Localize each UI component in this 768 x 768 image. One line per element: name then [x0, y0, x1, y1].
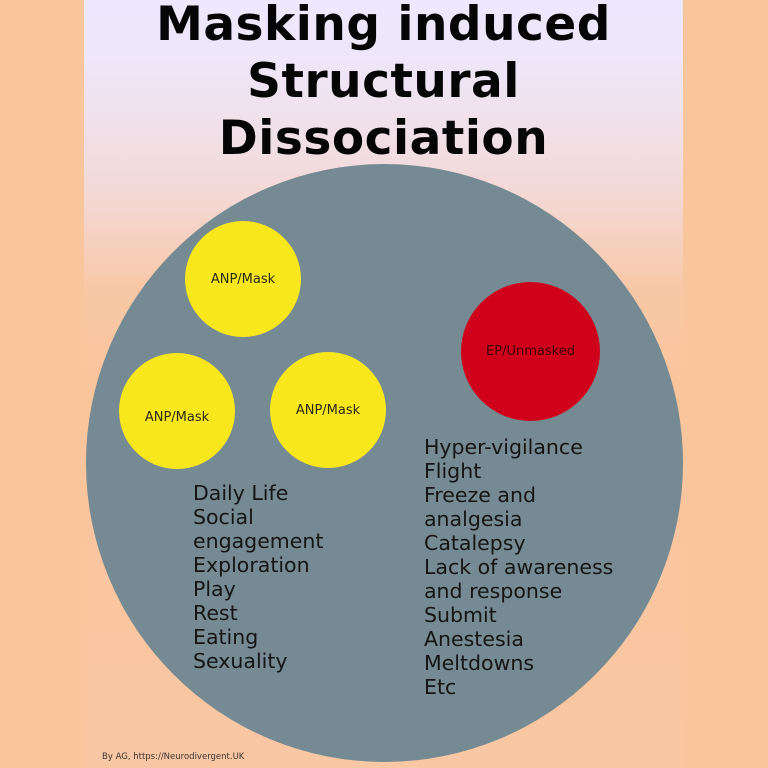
list-item: Sexuality [193, 649, 288, 673]
list-item: Anestesia [424, 627, 524, 651]
page-title: Masking induced Structural Dissociation [84, 0, 683, 167]
title-line-2: Structural [247, 54, 520, 109]
anp-functions-list: Daily Life Social engagement Exploration… [193, 481, 323, 673]
ep-node: EP/Unmasked [461, 282, 600, 421]
anp-node-label: ANP/Mask [144, 409, 210, 425]
list-item: Hyper-vigilance [424, 435, 583, 459]
anp-node-left: ANP/Mask [119, 353, 235, 469]
list-item: and response [424, 579, 563, 603]
ep-node-label: EP/Unmasked [486, 344, 575, 359]
list-item: Rest [193, 601, 238, 625]
ep-functions-list: Hyper-vigilance Flight Freeze and analge… [424, 435, 613, 699]
list-item: Exploration [193, 553, 310, 577]
anp-node-label: ANP/Mask [295, 402, 361, 418]
credit-footer: By AG, https://Neurodivergent.UK [102, 752, 245, 762]
title-line-1: Masking induced [156, 0, 611, 52]
list-item: Meltdowns [424, 651, 535, 675]
list-item: engagement [193, 529, 324, 553]
list-item: Etc [424, 675, 457, 699]
anp-node-top: ANP/Mask [185, 221, 301, 337]
list-item: Flight [424, 459, 482, 483]
title-line-3: Dissociation [218, 111, 549, 166]
anp-node-label: ANP/Mask [210, 271, 276, 287]
list-item: Freeze and [424, 483, 536, 507]
list-item: Play [193, 577, 236, 601]
list-item: Submit [424, 603, 497, 627]
list-item: Eating [193, 625, 259, 649]
list-item: Daily Life [193, 481, 289, 505]
list-item: analgesia [424, 507, 523, 531]
list-item: Social [193, 505, 254, 529]
list-item: Catalepsy [424, 531, 526, 555]
list-item: Lack of awareness [424, 555, 614, 579]
anp-node-right: ANP/Mask [270, 352, 386, 468]
